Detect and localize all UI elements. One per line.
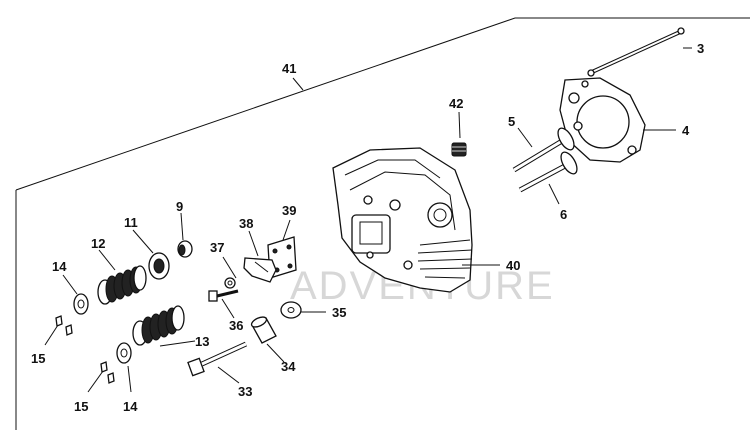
leader-lines xyxy=(44,47,692,393)
washer xyxy=(280,301,302,319)
breather-fitting xyxy=(451,142,467,157)
callout-41: 41 xyxy=(282,61,296,76)
head-bolt xyxy=(187,341,248,377)
rocker-bolt xyxy=(208,289,239,302)
callout-13: 13 xyxy=(195,334,209,349)
callout-36: 36 xyxy=(229,318,243,333)
callout-42: 42 xyxy=(449,96,463,111)
valve-spring-upper xyxy=(97,265,147,305)
callout-39: 39 xyxy=(282,203,296,218)
valve-spring-lower xyxy=(132,305,185,346)
spring-retainer xyxy=(148,252,170,280)
callout-35: 35 xyxy=(332,305,346,320)
assembly-boundary xyxy=(15,17,750,430)
exhaust-valve xyxy=(518,151,578,193)
callout-labels: 3 4 5 6 9 11 12 13 14 14 15 15 33 34 35 … xyxy=(31,41,704,414)
valve-keepers-upper xyxy=(55,315,73,336)
intake-valve xyxy=(512,127,575,173)
callout-5: 5 xyxy=(508,114,515,129)
callout-12: 12 xyxy=(91,236,105,251)
spring-cap-upper xyxy=(73,293,89,315)
callout-3: 3 xyxy=(697,41,704,56)
rocker-stud xyxy=(224,277,236,289)
callout-4: 4 xyxy=(682,123,690,138)
callout-15-upper: 15 xyxy=(31,351,45,366)
valve-keepers-lower xyxy=(100,361,115,384)
valve-cap xyxy=(177,240,193,258)
spring-cap-lower xyxy=(116,342,132,364)
callout-6: 6 xyxy=(560,207,567,222)
callout-37: 37 xyxy=(210,240,224,255)
rocker-arm xyxy=(243,257,277,283)
spacer-sleeve xyxy=(250,316,277,344)
callout-14-upper: 14 xyxy=(52,259,67,274)
callout-34: 34 xyxy=(281,359,296,374)
callout-15-lower: 15 xyxy=(74,399,88,414)
callout-9: 9 xyxy=(176,199,183,214)
callout-38: 38 xyxy=(239,216,253,231)
callout-40: 40 xyxy=(506,258,520,273)
callout-11: 11 xyxy=(124,215,138,230)
callout-33: 33 xyxy=(238,384,252,399)
cylinder-head xyxy=(332,147,473,293)
push-rod xyxy=(587,27,685,77)
callout-14-lower: 14 xyxy=(123,399,138,414)
head-gasket xyxy=(559,77,646,163)
